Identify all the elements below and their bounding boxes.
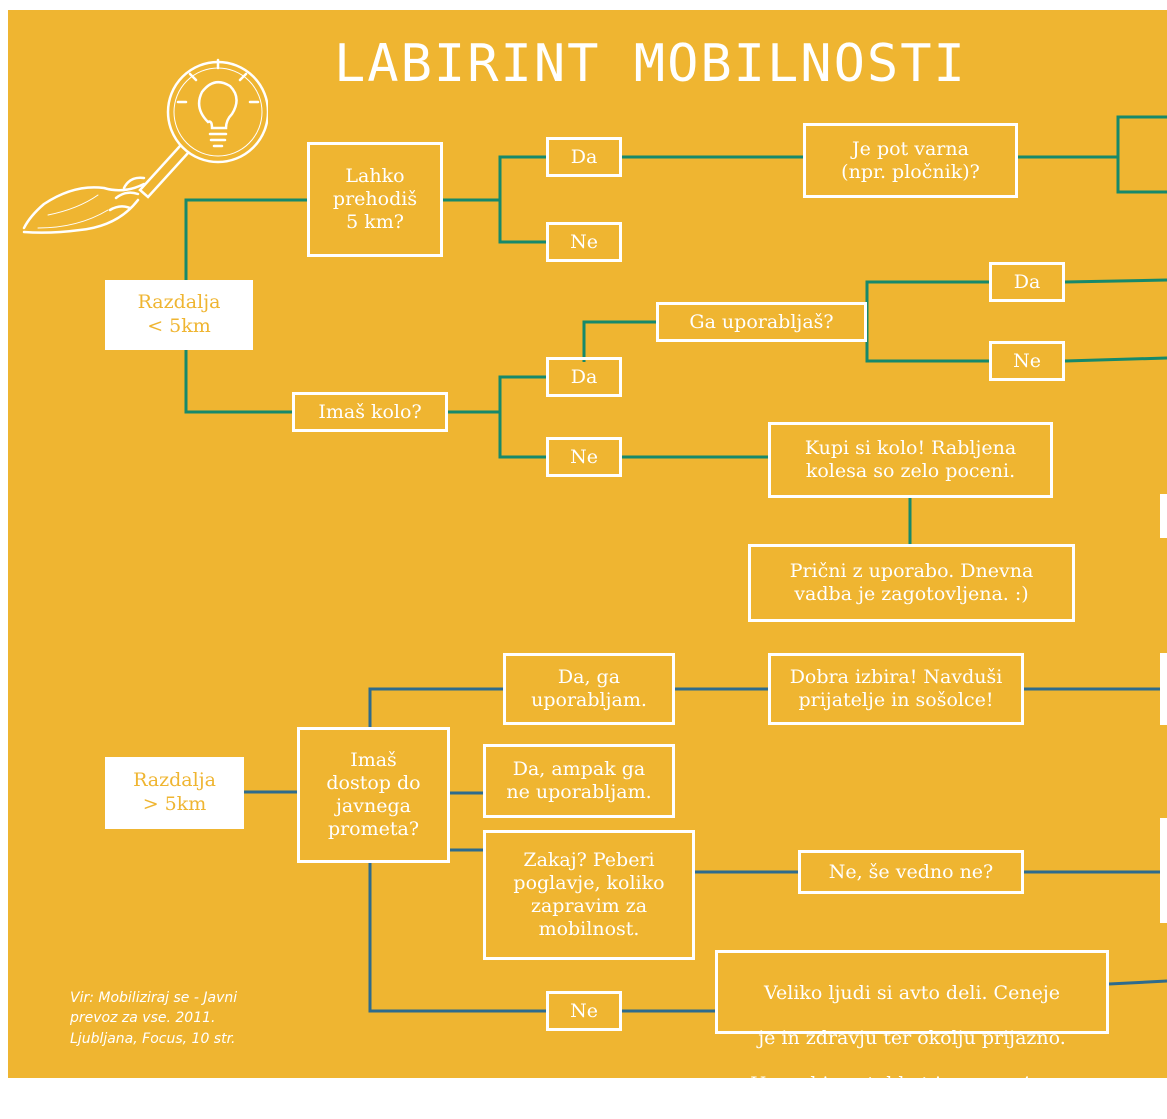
node-why-read-chapter: Zakaj? Peberi poglavje, koliko zapravim … <box>483 830 695 960</box>
connector-bike-no <box>498 412 546 459</box>
page-title: LABIRINT MOBILNOSTI <box>334 34 967 94</box>
carpool-line-3: Uporabi portal kot je prevozi.org. <box>724 1073 1100 1096</box>
connector-walk-yes <box>443 155 546 202</box>
connector-use-no <box>865 322 989 363</box>
carpool-line-1: Veliko ljudi si avto deli. Ceneje <box>764 981 1060 1004</box>
node-bike-no: Ne <box>546 437 622 477</box>
connector-transit-no <box>368 863 546 1013</box>
node-good-choice: Dobra izbira! Navduši prijatelje in sošo… <box>768 653 1024 725</box>
node-public-transport-access: Imaš dostop do javnega prometa? <box>297 727 450 863</box>
connector-start-bike <box>184 350 292 414</box>
connector-bike-yes <box>448 375 546 414</box>
connector-use-no-right <box>1064 356 1167 363</box>
node-buy-bike: Kupi si kolo! Rabljena kolesa so zelo po… <box>768 422 1053 498</box>
connector-carpool-right <box>1108 979 1167 986</box>
node-walk-yes: Da <box>546 137 622 177</box>
node-transit-no: Ne <box>546 991 622 1031</box>
connector-start-walk <box>184 198 307 280</box>
offscreen-box-edge <box>1160 653 1167 725</box>
carpool-line-2: je in zdravju ter okolju prijazno. <box>758 1027 1066 1050</box>
start-distance-under-5km: Razdalja < 5km <box>105 280 253 350</box>
offscreen-box-edge <box>1160 818 1167 923</box>
connector-use-yes <box>865 280 989 322</box>
node-yes-but-not-use: Da, ampak ga ne uporabljam. <box>483 744 675 818</box>
flowchart-board: LABIRINT MOBILNOSTI Razdalja < 5km Razda… <box>8 10 1167 1095</box>
source-citation: Vir: Mobiliziraj se - Javni prevoz za vs… <box>70 990 238 1047</box>
offscreen-box-edge <box>1160 494 1167 538</box>
connector-safe-bracket <box>1116 115 1167 194</box>
node-can-walk-5km: Lahko prehodiš 5 km? <box>307 142 443 257</box>
node-use-no: Ne <box>989 341 1065 381</box>
node-is-path-safe: Je pot varna (npr. pločnik)? <box>803 123 1018 198</box>
connector-transit-yes-use <box>368 687 503 727</box>
node-start-using: Prični z uporabo. Dnevna vadba je zagoto… <box>748 544 1075 622</box>
connector-walk-no <box>498 200 546 244</box>
node-have-bike: Imaš kolo? <box>292 392 448 432</box>
connector-lines <box>184 115 1167 1013</box>
node-bike-yes: Da <box>546 357 622 397</box>
node-still-no: Ne, še vedno ne? <box>798 850 1024 894</box>
node-use-yes: Da <box>989 262 1065 302</box>
connector-yes-use <box>582 320 656 362</box>
node-carpool: Veliko ljudi si avto deli. Ceneje je in … <box>715 950 1109 1095</box>
connector-use-yes-right <box>1064 278 1167 284</box>
node-do-you-use-it: Ga uporabljaš? <box>656 302 867 342</box>
start-distance-over-5km: Razdalja > 5km <box>105 757 244 829</box>
node-yes-i-use-it: Da, ga uporabljam. <box>503 653 675 725</box>
hand-magnifier-lightbulb-illustration <box>22 58 268 234</box>
node-walk-no: Ne <box>546 222 622 262</box>
